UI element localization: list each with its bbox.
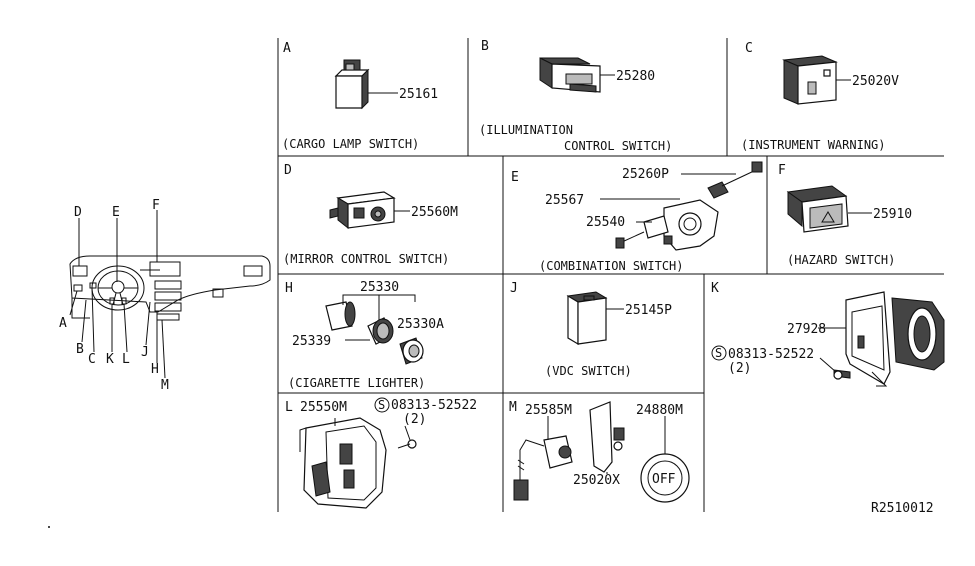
panel-l-bolt-symbol-circle [374, 397, 390, 413]
panel-c-letter: C [745, 41, 753, 56]
panel-f: F 25910 (HAZARD SWITCH) [778, 163, 912, 267]
panel-l-bolt: 08313-52522 [391, 398, 477, 413]
panel-j-letter: J [510, 281, 518, 296]
overview-label-d: D [74, 205, 82, 220]
panel-h-part-2: 25330A [397, 317, 444, 332]
off-button-drawing: OFF [640, 453, 690, 503]
off-button-text: OFF [652, 472, 676, 487]
panel-d-part: 25560M [411, 205, 458, 220]
cigarette-lighter-drawing [325, 301, 424, 365]
mirror-control-switch-drawing [329, 191, 396, 230]
panel-f-caption: (HAZARD SWITCH) [787, 253, 895, 267]
panel-e-part-1: 25260P [622, 167, 669, 182]
panel-h-part-3: 25339 [292, 334, 331, 349]
overview-label-k: K [106, 352, 114, 367]
panel-f-letter: F [778, 163, 786, 178]
overview-leader-lines [69, 210, 166, 379]
panel-h: H 25330 25330A 25339 (CIGARETTE LIGHTER) [285, 280, 444, 390]
panel-j-caption: (VDC SWITCH) [545, 364, 632, 378]
panel-j: J 25145P (VDC SWITCH) [510, 281, 672, 378]
panel-d-letter: D [284, 163, 292, 178]
overview-label-l: L [122, 352, 130, 367]
panel-h-part-1: 25330 [360, 280, 399, 295]
panel-b-caption-1: (ILLUMINATION [479, 123, 573, 137]
panel-h-caption: (CIGARETTE LIGHTER) [288, 376, 425, 390]
panel-d-caption: (MIRROR CONTROL SWITCH) [283, 252, 449, 266]
panel-k-bolt-symbol: S [715, 346, 722, 360]
cargo-lamp-switch-drawing [334, 59, 370, 110]
panel-c: C 25020V (INSTRUMENT WARNING) [741, 41, 899, 152]
panel-k-part: 27928 [787, 322, 826, 337]
panel-a: A 25161 (CARGO LAMP SWITCH) [282, 41, 438, 151]
panel-e-caption: (COMBINATION SWITCH) [539, 259, 684, 273]
instrument-warning-switch-drawing [782, 55, 838, 105]
panel-k-qty: (2) [728, 361, 751, 376]
panel-a-caption: (CARGO LAMP SWITCH) [282, 137, 419, 151]
panel-e-part-3: 25540 [586, 215, 625, 230]
overview-label-m: M [161, 378, 169, 393]
overview-labels: D E F A B C K L J H M [59, 198, 169, 393]
combination-switch-drawing [615, 161, 763, 251]
panel-e-part-2: 25567 [545, 193, 584, 208]
panel-j-part: 25145P [625, 303, 672, 318]
panel-m-bracket-drawing [589, 401, 625, 473]
overview-label-f: F [152, 198, 160, 213]
panel-m-letter: M [509, 400, 517, 415]
corner-dot [48, 526, 50, 528]
panel-l-letter: L [285, 400, 293, 415]
dashboard-overview [69, 255, 271, 321]
overview-label-b: B [76, 342, 84, 357]
panel-b: B 25280 (ILLUMINATION CONTROL SWITCH) [479, 39, 672, 153]
panel-l-part: 25550M [300, 400, 347, 415]
panel-k-letter: K [711, 281, 719, 296]
overview-label-e: E [112, 205, 120, 220]
panel-a-part: 25161 [399, 87, 438, 102]
overview-label-a: A [59, 316, 67, 331]
panel-l-bolt-symbol: S [378, 398, 385, 412]
reference-code: R2510012 [871, 501, 934, 516]
panel-e: E 25260P 25567 25540 (COMBINATION SWITCH… [511, 161, 763, 273]
panel-k-bolt-symbol-circle [711, 345, 727, 361]
overview-label-h: H [151, 362, 159, 377]
overview-label-c: C [88, 352, 96, 367]
panel-e-letter: E [511, 170, 519, 185]
panel-m-part-3: 25020X [573, 473, 620, 488]
panel-m-sensor-drawing [513, 435, 573, 501]
panel-c-part: 25020V [852, 74, 899, 89]
panel-b-letter: B [481, 39, 489, 54]
hazard-switch-drawing [786, 185, 849, 233]
panel-b-caption-2: CONTROL SWITCH) [564, 139, 672, 153]
panel-k-bolt: 08313-52522 [728, 347, 814, 362]
panel-c-caption: (INSTRUMENT WARNING) [741, 138, 886, 152]
grid-frame [277, 38, 944, 512]
panel-m-part-1: 25585M [525, 403, 572, 418]
panel-l: L 25550M S 08313-52522 (2) [285, 397, 477, 509]
panel-l-unit-drawing [299, 417, 417, 509]
panel-l-qty: (2) [403, 412, 426, 427]
panel-m-part-2: 24880M [636, 403, 683, 418]
vdc-switch-drawing [566, 291, 608, 346]
overview-label-j: J [141, 345, 149, 360]
panel-b-part: 25280 [616, 69, 655, 84]
illumination-switch-drawing [539, 57, 601, 93]
panel-h-letter: H [285, 281, 293, 296]
panel-m: M 25585M 24880M 25020X OFF [509, 400, 690, 503]
panel-a-letter: A [283, 41, 291, 56]
panel-k: K 27928 S 08313-52522 (2) [711, 281, 945, 387]
panel-k-bracket-drawing [833, 291, 945, 387]
panel-d: D 25560M (MIRROR CONTROL SWITCH) [283, 163, 458, 266]
panel-f-part: 25910 [873, 207, 912, 222]
